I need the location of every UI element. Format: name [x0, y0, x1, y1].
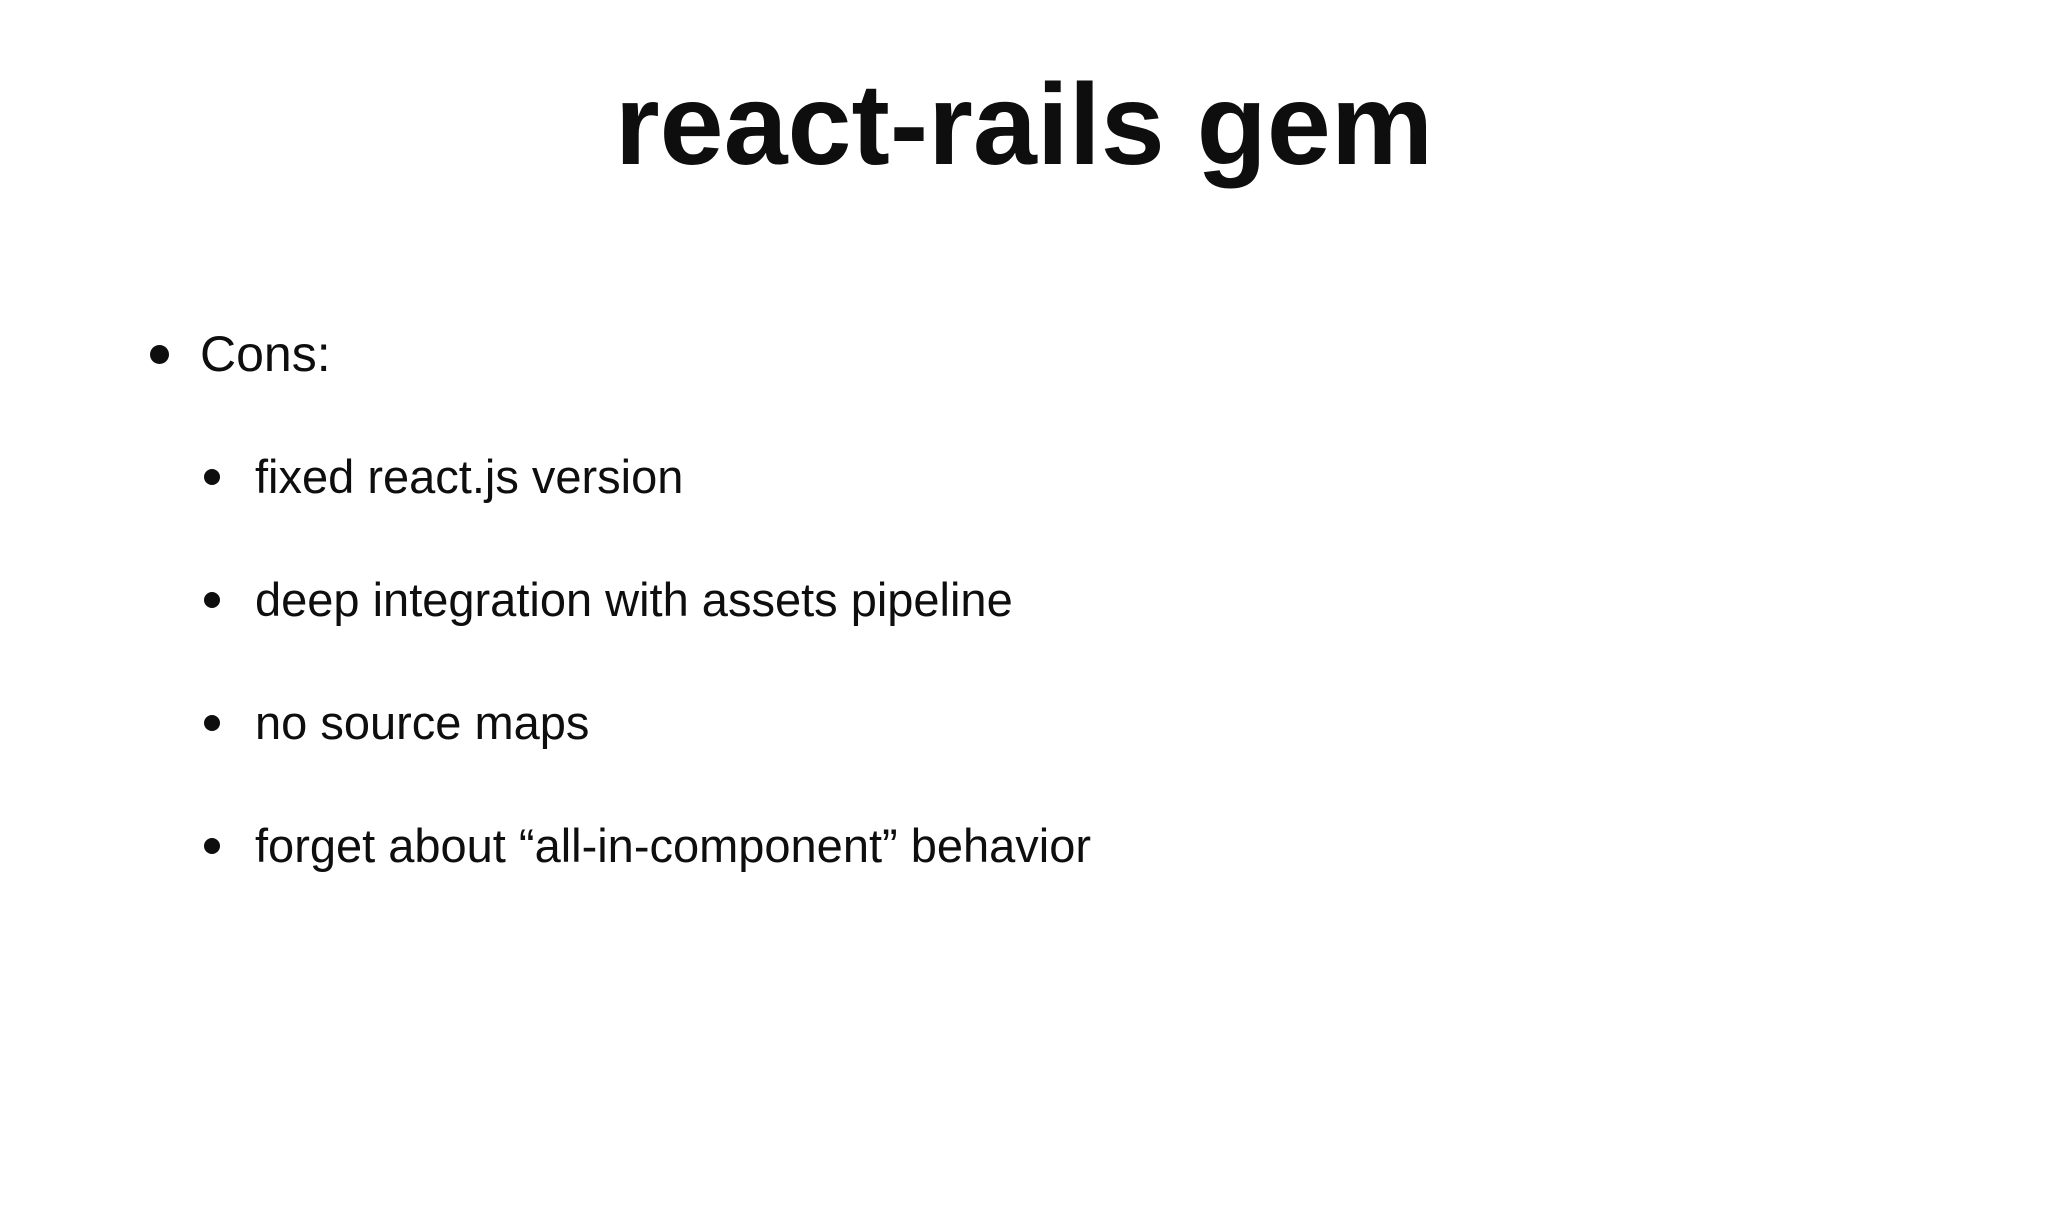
- list-item-label: fixed react.js version: [255, 450, 684, 503]
- slide-title: react-rails gem: [614, 61, 1434, 189]
- list-item-label: no source maps: [255, 696, 590, 749]
- list-item-label: Cons:: [200, 326, 331, 382]
- list-item-cons: Cons:: [0, 323, 2048, 385]
- list-item: forget about “all-in-component” behavior: [0, 815, 2048, 877]
- bullet-dot-icon: [204, 715, 220, 731]
- list-item-label: deep integration with assets pipeline: [255, 573, 1013, 626]
- list-item: no source maps: [0, 692, 2048, 754]
- bullet-dot-icon: [204, 592, 220, 608]
- list-item: deep integration with assets pipeline: [0, 569, 2048, 631]
- bullet-dot-icon: [204, 469, 220, 485]
- list-item-label: forget about “all-in-component” behavior: [255, 819, 1092, 872]
- bullet-dot-icon: [150, 344, 169, 364]
- presentation-slide: react-rails gem Cons: fixed react.js ver…: [0, 56, 2048, 1208]
- list-item: fixed react.js version: [0, 446, 2048, 508]
- bullet-dot-icon: [204, 838, 220, 854]
- bullet-list: Cons: fixed react.js version deep integr…: [0, 323, 2048, 938]
